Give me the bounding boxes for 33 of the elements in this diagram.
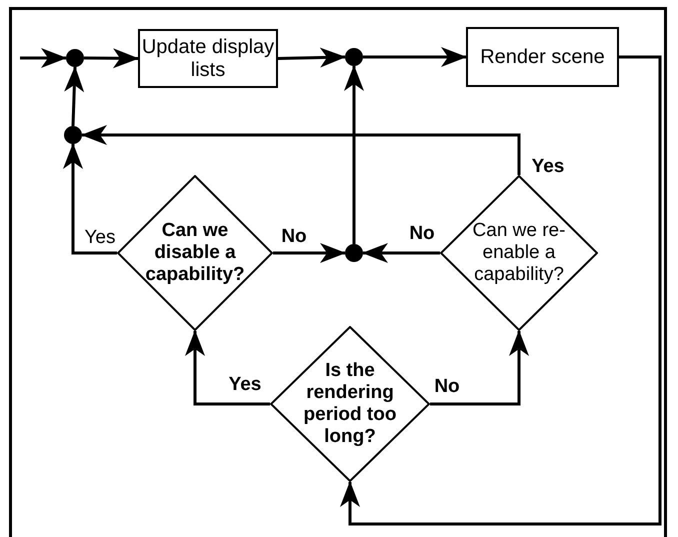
arrow <box>63 143 117 254</box>
arrow <box>64 66 84 126</box>
edge-label: Yes <box>84 227 116 249</box>
process-box <box>466 27 619 87</box>
decision-text: Can we disable a capability? <box>144 220 246 286</box>
decision-text: Can we re-enable a capability? <box>472 220 566 286</box>
arrow <box>84 48 139 68</box>
arrow <box>81 125 520 175</box>
arrow <box>363 47 467 67</box>
arrow <box>273 243 346 263</box>
decision-diamond <box>270 326 430 482</box>
edge-label: No <box>281 226 307 248</box>
edge-label: Yes <box>228 374 262 396</box>
edge-label: Yes <box>532 156 564 178</box>
arrow <box>430 330 529 406</box>
decision-diamond <box>440 175 598 331</box>
edge-label: No <box>434 376 460 398</box>
process-box <box>138 29 278 88</box>
arrow <box>278 48 346 68</box>
decision-diamond <box>117 175 273 331</box>
arrow <box>362 243 440 263</box>
process-text: Render scene <box>480 46 605 68</box>
arrow <box>340 56 662 526</box>
junction-dot <box>345 244 363 262</box>
arrow <box>344 65 364 244</box>
process-text: Update display lists <box>140 36 276 82</box>
junction-dot <box>345 48 363 66</box>
arrow <box>20 48 67 68</box>
edge-label: No <box>409 223 435 245</box>
decision-text: Is the rendering period too long? <box>302 360 398 448</box>
junction-dot <box>64 126 82 144</box>
junction-dot <box>66 49 84 67</box>
arrow <box>185 330 270 406</box>
